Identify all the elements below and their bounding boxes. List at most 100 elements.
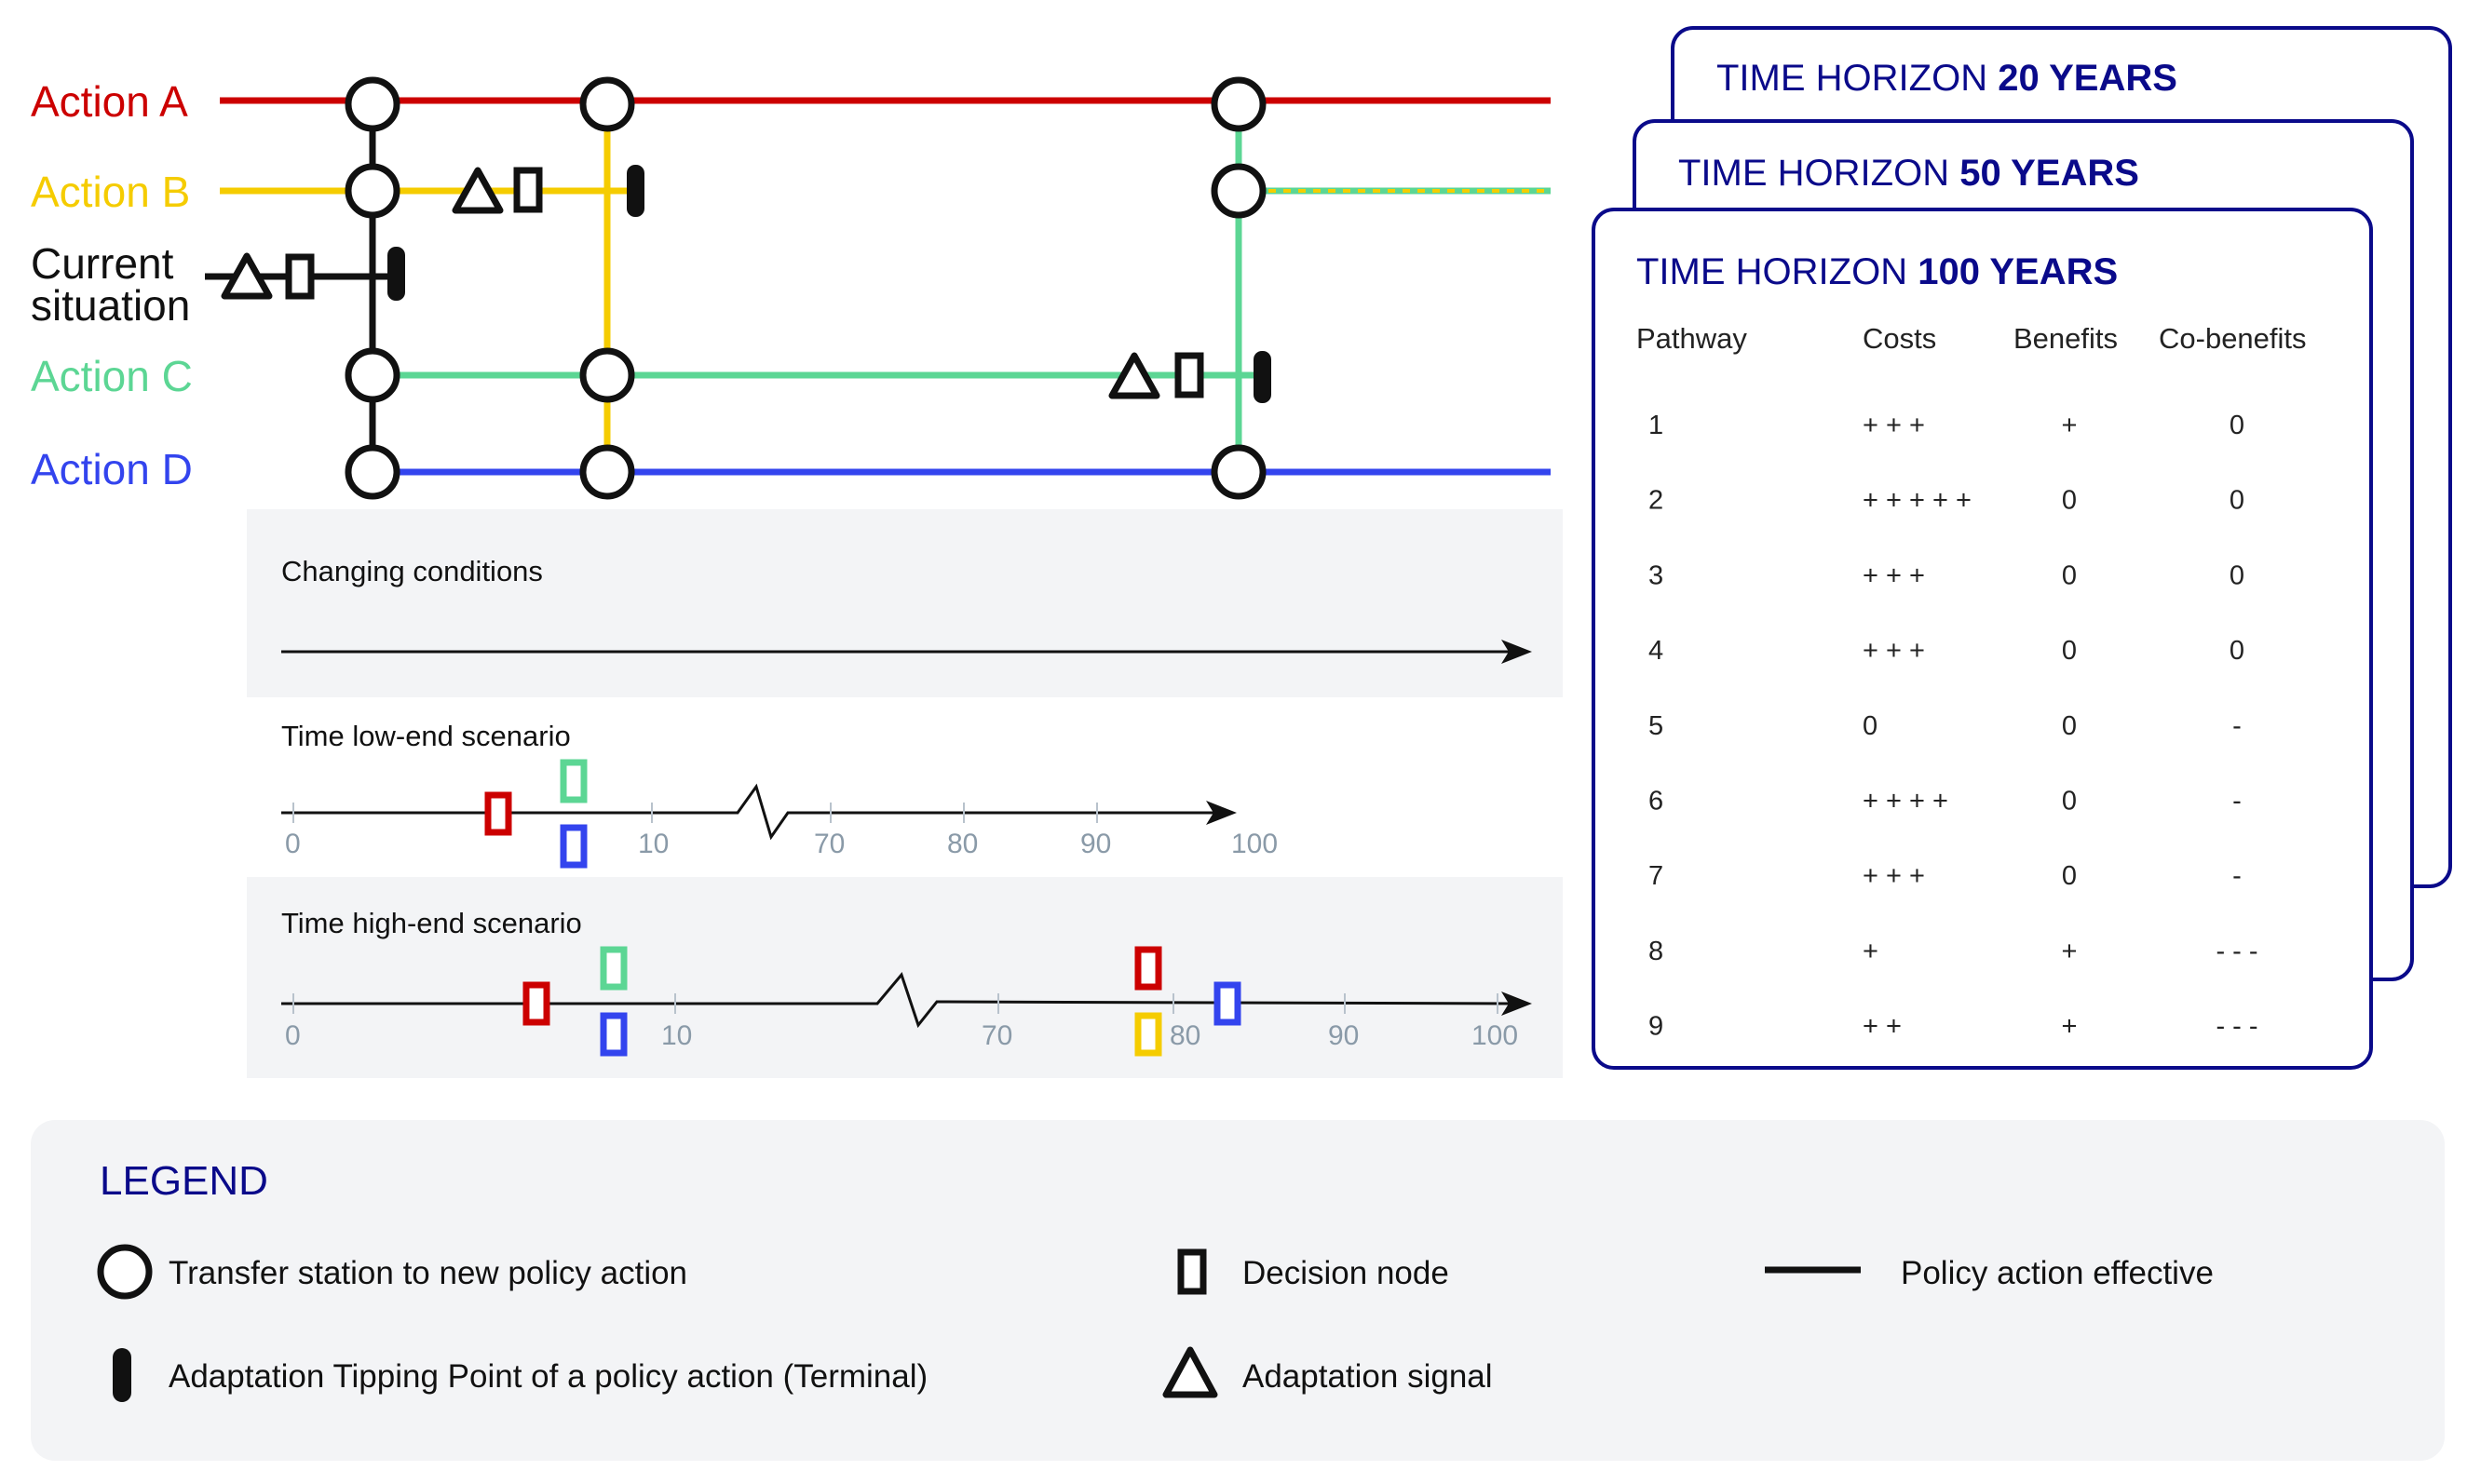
legend-transfer-label: Transfer station to new policy action [169,1255,687,1291]
table-cell: 1 [1648,411,1663,440]
table-cell: + [2062,1012,2078,1042]
table-cell: 8 [1648,937,1663,966]
time-horizon-cards: TIME HORIZON 20 YEARS TIME HORIZON 50 YE… [1592,26,2452,1070]
table-cell: 4 [1648,636,1663,666]
table-cell: 5 [1648,711,1663,741]
table-cell: 0 [2062,486,2077,516]
legend: LEGEND Transfer station to new policy ac… [31,1120,2445,1461]
legend-decision-label: Decision node [1242,1255,1449,1291]
tick-label: 0 [285,1020,301,1051]
decision-node-blue [560,824,588,869]
horizon-card-100[interactable] [1592,208,2373,1070]
tick-label: 90 [1080,829,1111,859]
metro-map: Action A Action B Current situation Acti… [31,76,1551,500]
transfer-station-icon [345,347,400,403]
horizon-title-50: TIME HORIZON 50 YEARS [1678,153,2139,194]
current-label-line1: Current [31,239,174,288]
decision-node-blue [600,1012,628,1057]
adaptation-signal-icon [1108,352,1160,399]
table-row: 7+ + +0- [1648,861,2242,891]
adaptation-signal-icon [452,167,504,214]
transfer-station-icon [1211,163,1267,219]
table-cell: 0 [2062,560,2077,590]
table-cell: + + + [1863,861,1925,891]
decision-node-icon [1177,1248,1207,1295]
table-cell: 0 [2062,861,2077,891]
tipping-point-icon [627,165,644,217]
tick-label: 100 [1471,1020,1518,1051]
table-cell: 6 [1648,787,1663,816]
high-end-title: Time high-end scenario [281,907,582,939]
adaptation-signal-icon [221,252,273,300]
table-cell: + + + + [1863,787,1948,816]
decision-node-icon [285,253,315,300]
transfer-station-icon [345,163,400,219]
decision-node-red [484,791,512,836]
table-cell: 0 [2062,636,2077,666]
tick-label: 70 [814,829,845,859]
table-cell: 0 [2230,486,2244,516]
decision-node-red [1134,946,1162,991]
table-cell: 0 [2230,411,2244,440]
action-d-label: Action D [31,445,193,493]
table-cell: + + [1863,1012,1902,1042]
tick-label: 70 [982,1020,1012,1051]
table-cell: + [2062,411,2078,440]
action-a-label: Action A [31,77,188,126]
table-row: 9 + + + - - - [1648,1012,2258,1042]
table-cell: + [1863,937,1878,966]
decision-node-icon [1174,352,1204,398]
low-end-title: Time low-end scenario [281,720,571,752]
high-end-scenario-panel: Time high-end scenario 0 10 70 80 90 100 [247,877,1563,1078]
table-cell: - [2232,711,2242,741]
decision-node-yellow [1134,1012,1162,1057]
tick-label: 80 [947,829,978,859]
table-cell: - [2232,787,2242,816]
table-cell: + + + [1863,636,1925,666]
current-label-line2: situation [31,281,190,330]
table-cell: 0 [2062,787,2077,816]
legend-tipping-label: Adaptation Tipping Point of a policy act… [169,1358,928,1395]
arrow-icon [1206,801,1237,825]
table-row: 1 + + + +0 [1648,411,2244,440]
table-cell: - - - [2216,1012,2257,1042]
table-row: 8 + + - - - [1648,937,2258,966]
transfer-station-icon [345,76,400,132]
table-cell: 0 [2230,560,2244,590]
changing-conditions-title: Changing conditions [281,555,543,587]
legend-effective-label: Policy action effective [1901,1255,2214,1291]
transfer-station-icon [345,444,400,500]
tick-label: 10 [638,829,669,859]
table-cell: 0 [2062,711,2077,741]
table-header-pathway: Pathway [1636,322,1747,355]
table-cell: 0 [2230,636,2244,666]
decision-node-red [522,981,550,1026]
table-cell: 3 [1648,560,1663,590]
table-row: 4 + + + 0 0 [1648,636,2244,666]
transfer-station-icon [1211,76,1267,132]
table-cell: 9 [1648,1012,1663,1042]
tick-label: 0 [285,829,301,859]
transfer-station-icon [579,76,635,132]
tick-label: 10 [661,1020,692,1051]
horizon-title-20: TIME HORIZON 20 YEARS [1716,58,2177,99]
table-cell: + [2062,937,2078,966]
horizon-title-100: TIME HORIZON 100 YEARS [1636,251,2118,292]
arrow-icon [1501,992,1532,1016]
changing-conditions-panel: Changing conditions [247,509,1563,697]
table-header-costs: Costs [1863,322,1936,355]
table-cell: - [2232,861,2242,891]
arrow-icon [1501,640,1532,664]
table-cell: + + + [1863,411,1925,440]
table-header-cobenefits: Co-benefits [2159,322,2307,355]
low-end-timeline [281,783,1222,841]
table-cell: - - - [2216,937,2257,966]
transfer-station-icon [97,1244,153,1300]
action-c-label: Action C [31,352,193,400]
pathway-table: Pathway Costs Benefits Co-benefits 1+ + … [1636,322,2307,1042]
table-cell: 2 [1648,486,1663,516]
legend-title: LEGEND [100,1158,268,1204]
